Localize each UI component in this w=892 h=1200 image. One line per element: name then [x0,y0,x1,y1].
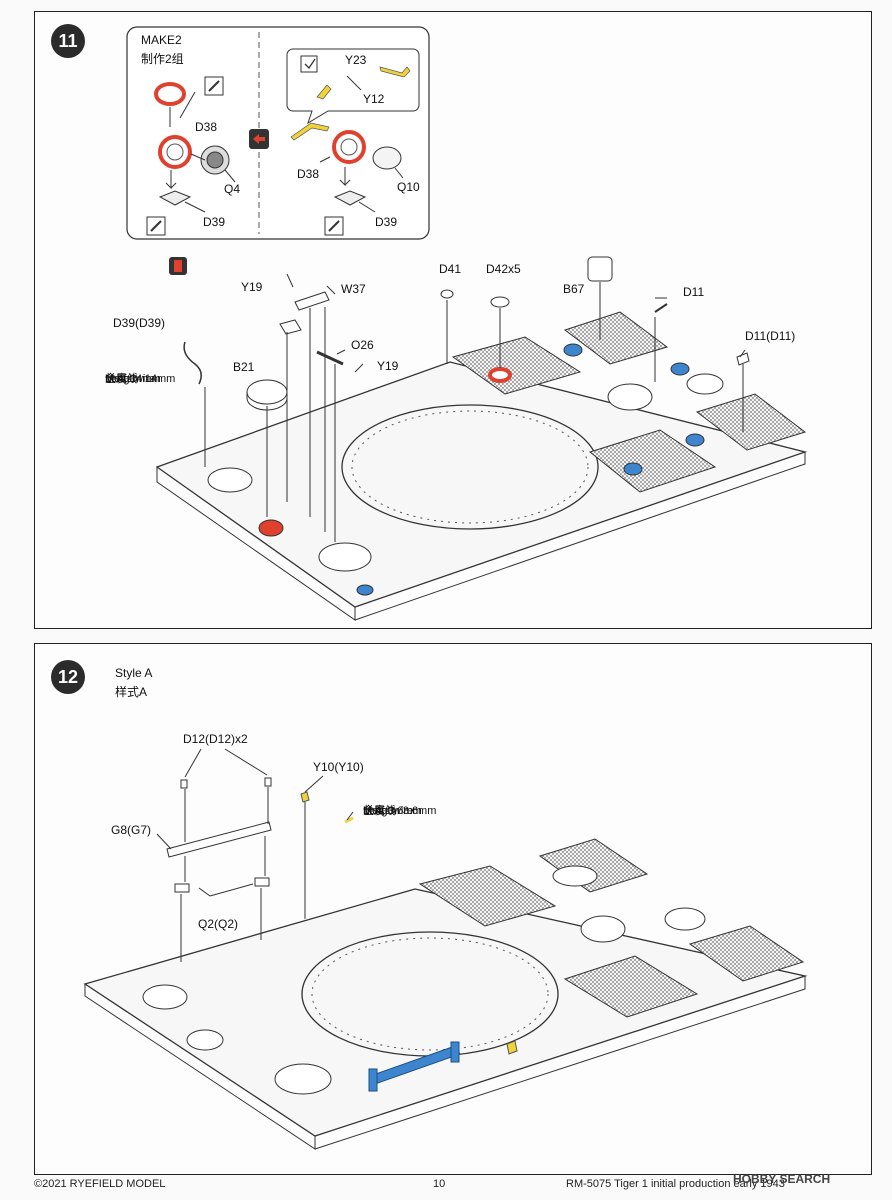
turret-ring [341,404,599,530]
footer-page-number: 10 [433,1178,446,1190]
make-label-cn: 制作2组 [141,52,184,66]
footer-copyright: ©2021 RYEFIELD MODEL [34,1178,166,1190]
part-label: D11 [683,285,705,299]
part-label: D41 [439,262,462,276]
step-12-drawing [83,748,808,1150]
part-label: D42x5 [486,262,521,276]
make-label: MAKE2 [141,33,182,47]
part-label: O26 [351,338,374,352]
watermark-logo: HOBBY SEARCH [733,1172,831,1186]
part-label: D39 [375,215,398,229]
part-label: B21 [233,360,255,374]
step-11-panel: 11 [34,11,872,629]
check-icon [300,55,318,73]
part-label: D38 [297,167,320,181]
part-label: D11(D11) [745,329,796,343]
part-label: Q2(Q2) [198,917,239,931]
part-label: W37 [341,282,366,296]
part-label: Y10(Y10) [313,760,364,774]
part-label: Y23 [345,53,367,67]
rotate-view-icon [169,257,187,275]
part-label: Q10 [397,180,420,194]
step-12-panel: 12 Style A 样式A [34,643,872,1175]
step-11-drawing [126,26,808,621]
style-label-cn: 样式A [115,685,148,699]
part-label: D39(D39) [113,316,166,330]
part-label: D39 [203,215,226,229]
part-label: G8(G7) [111,823,152,837]
part-label: Y19 [241,280,263,294]
part-label: Q4 [224,182,241,196]
part-label: Y19 [377,359,399,373]
part-label: B67 [563,282,585,296]
footer-product: RM-5075 Tiger 1 initial production early… [566,1178,785,1190]
step-number-11: 11 [51,24,85,58]
step-number-12: 12 [51,660,85,694]
style-label: Style A [115,666,153,680]
part-label: Y12 [363,92,385,106]
part-label: D38 [195,120,218,134]
part-label: D12(D12)x2 [183,732,248,746]
